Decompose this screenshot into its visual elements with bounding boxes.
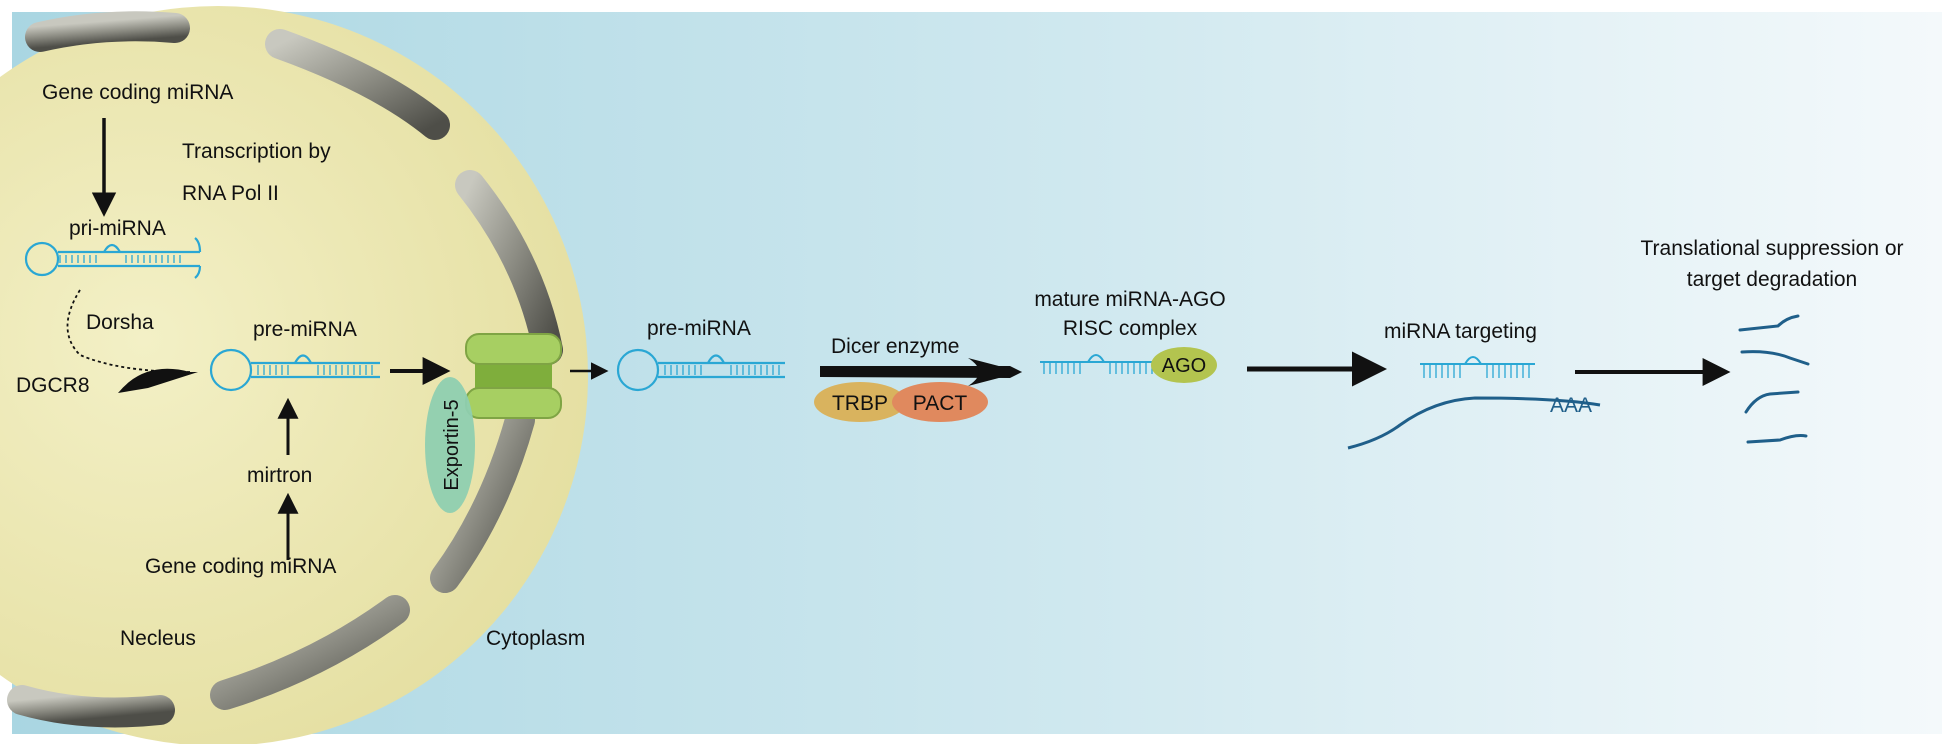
suppression-label-line2: target degradation — [1687, 268, 1857, 291]
exportin-shape — [425, 377, 475, 513]
nuclear-envelope — [7, 11, 563, 728]
nucleus-label: Necleus — [120, 627, 196, 650]
exportin-5: Exportin-5 — [425, 377, 475, 513]
envelope-segment-2 — [265, 29, 450, 140]
arrows — [66, 118, 1731, 560]
nuclear-pore-channel — [465, 333, 562, 419]
dorsha-label: Dorsha — [86, 311, 154, 334]
pre-mirna-cyto-label: pre-miRNA — [647, 317, 751, 340]
dicer-label: Dicer enzyme — [831, 335, 959, 358]
trbp-label: TRBP — [832, 392, 888, 415]
envelope-segment-5 — [210, 595, 410, 710]
mirtron-label: mirtron — [247, 464, 312, 487]
arrow-dicer — [820, 366, 1022, 378]
gene-coding-bottom-label: Gene coding miRNA — [145, 555, 336, 578]
pact-blob — [892, 382, 988, 422]
aaa-label: AAA — [1550, 394, 1592, 417]
transcription-label-line2: RNA Pol II — [182, 182, 279, 205]
channel-top — [465, 333, 562, 365]
arrow-dgcr8 — [118, 368, 198, 393]
cytoplasm-label: Cytoplasm — [486, 627, 585, 650]
pri-mirna-label: pri-miRNA — [69, 217, 166, 240]
transcription-label-line1: Transcription by — [182, 140, 331, 163]
degraded-fragments — [1738, 314, 1810, 444]
pre-mirna-nucleus-label: pre-miRNA — [253, 318, 357, 341]
suppression-label-line1: Translational suppression or — [1640, 237, 1903, 260]
trbp-blob — [814, 382, 906, 422]
envelope-segment-3 — [455, 170, 563, 365]
arrow-dicer-head — [968, 358, 1022, 386]
mature-label-line1: mature miRNA-AGO — [1034, 288, 1225, 311]
pre-mirna-nucleus-structure — [209, 348, 380, 392]
targeting-label: miRNA targeting — [1384, 320, 1537, 343]
envelope-segment-6 — [7, 685, 175, 728]
envelope-segment-1 — [25, 11, 190, 52]
dgcr8-label: DGCR8 — [16, 374, 90, 397]
text-labels: Gene coding miRNA Transcription by RNA P… — [16, 81, 1904, 650]
pre-mirna-cyto-structure — [616, 348, 785, 392]
envelope-segment-4 — [430, 405, 535, 593]
dicer-cofactors: TRBP PACT — [814, 382, 988, 422]
mrna-strand — [1347, 396, 1601, 450]
mature-label-line2: RISC complex — [1063, 317, 1198, 340]
nucleus — [0, 6, 588, 744]
pri-mirna-structure — [24, 237, 202, 279]
ago-label: AGO — [1162, 355, 1206, 377]
mature-mirna-ago-structure: AGO — [1040, 347, 1217, 383]
mirna-targeting-structure: AAA — [1347, 356, 1601, 450]
channel-bottom — [465, 387, 562, 419]
pact-label: PACT — [913, 392, 968, 415]
gene-coding-top-label: Gene coding miRNA — [42, 81, 233, 104]
exportin-label: Exportin-5 — [441, 399, 463, 490]
ago-blob — [1151, 347, 1217, 383]
